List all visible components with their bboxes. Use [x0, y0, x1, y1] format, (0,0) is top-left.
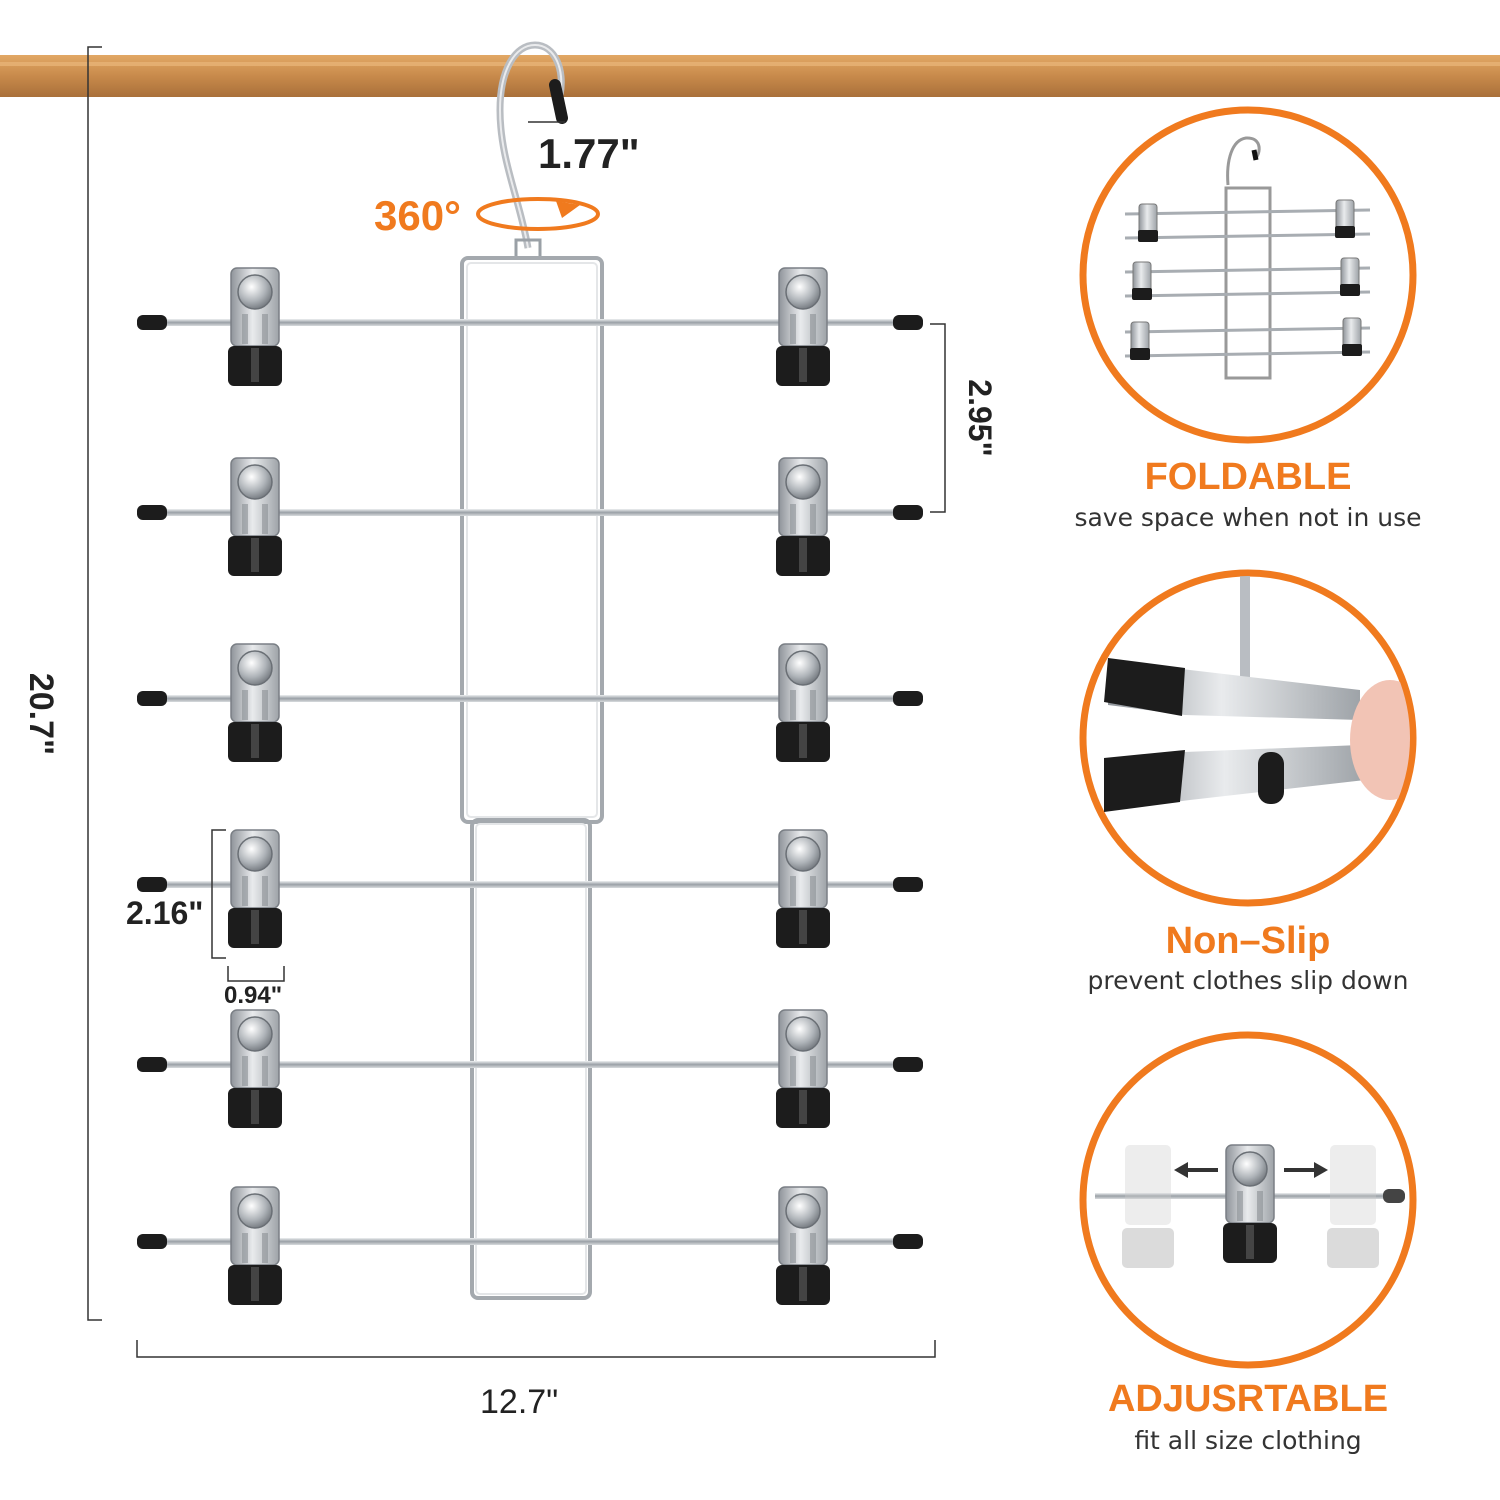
feature-title-foldable: FOLDABLE	[1144, 456, 1352, 498]
hanger-frame	[460, 256, 604, 1300]
rung	[137, 829, 923, 949]
feature-subtitle-adjustable: fit all size clothing	[1134, 1426, 1362, 1455]
dimension-lines	[87, 46, 946, 1358]
feature-circle-adjustable	[1079, 1031, 1417, 1369]
feature-subtitle-foldable: save space when not in use	[1074, 503, 1422, 532]
hanger-rungs	[137, 267, 923, 1306]
rung	[137, 643, 923, 763]
left-arrow-icon	[1174, 1162, 1218, 1178]
rung	[137, 1009, 923, 1129]
right-arrow-icon	[1284, 1162, 1328, 1178]
rung	[137, 267, 923, 387]
folded-hanger-thumbnail	[1124, 136, 1371, 380]
sliding-clip-thumbnail	[1095, 1144, 1405, 1268]
rung-spacing-label: 2.95"	[962, 379, 998, 457]
rung	[137, 457, 923, 577]
wooden-rod	[0, 55, 1500, 97]
rotation-label: 360°	[374, 192, 461, 239]
hook-width-label: 1.77"	[538, 130, 640, 177]
total-height-label: 20.7"	[22, 672, 60, 756]
feature-subtitle-non-slip: prevent clothes slip down	[1087, 966, 1409, 995]
feature-title-non-slip: Non–Slip	[1165, 920, 1331, 962]
total-width-label: 12.7"	[480, 1383, 559, 1421]
rotate-arrow-icon	[476, 197, 600, 231]
feature-circle-foldable	[1079, 106, 1417, 444]
clip-height-label: 2.16"	[126, 895, 204, 931]
rung	[137, 1186, 923, 1306]
feature-circle-non-slip	[1079, 569, 1417, 907]
feature-title-adjustable: ADJUSRTABLE	[1107, 1378, 1389, 1420]
clip-closeup	[1104, 576, 1410, 812]
clip-width-label: 0.94"	[224, 982, 283, 1009]
